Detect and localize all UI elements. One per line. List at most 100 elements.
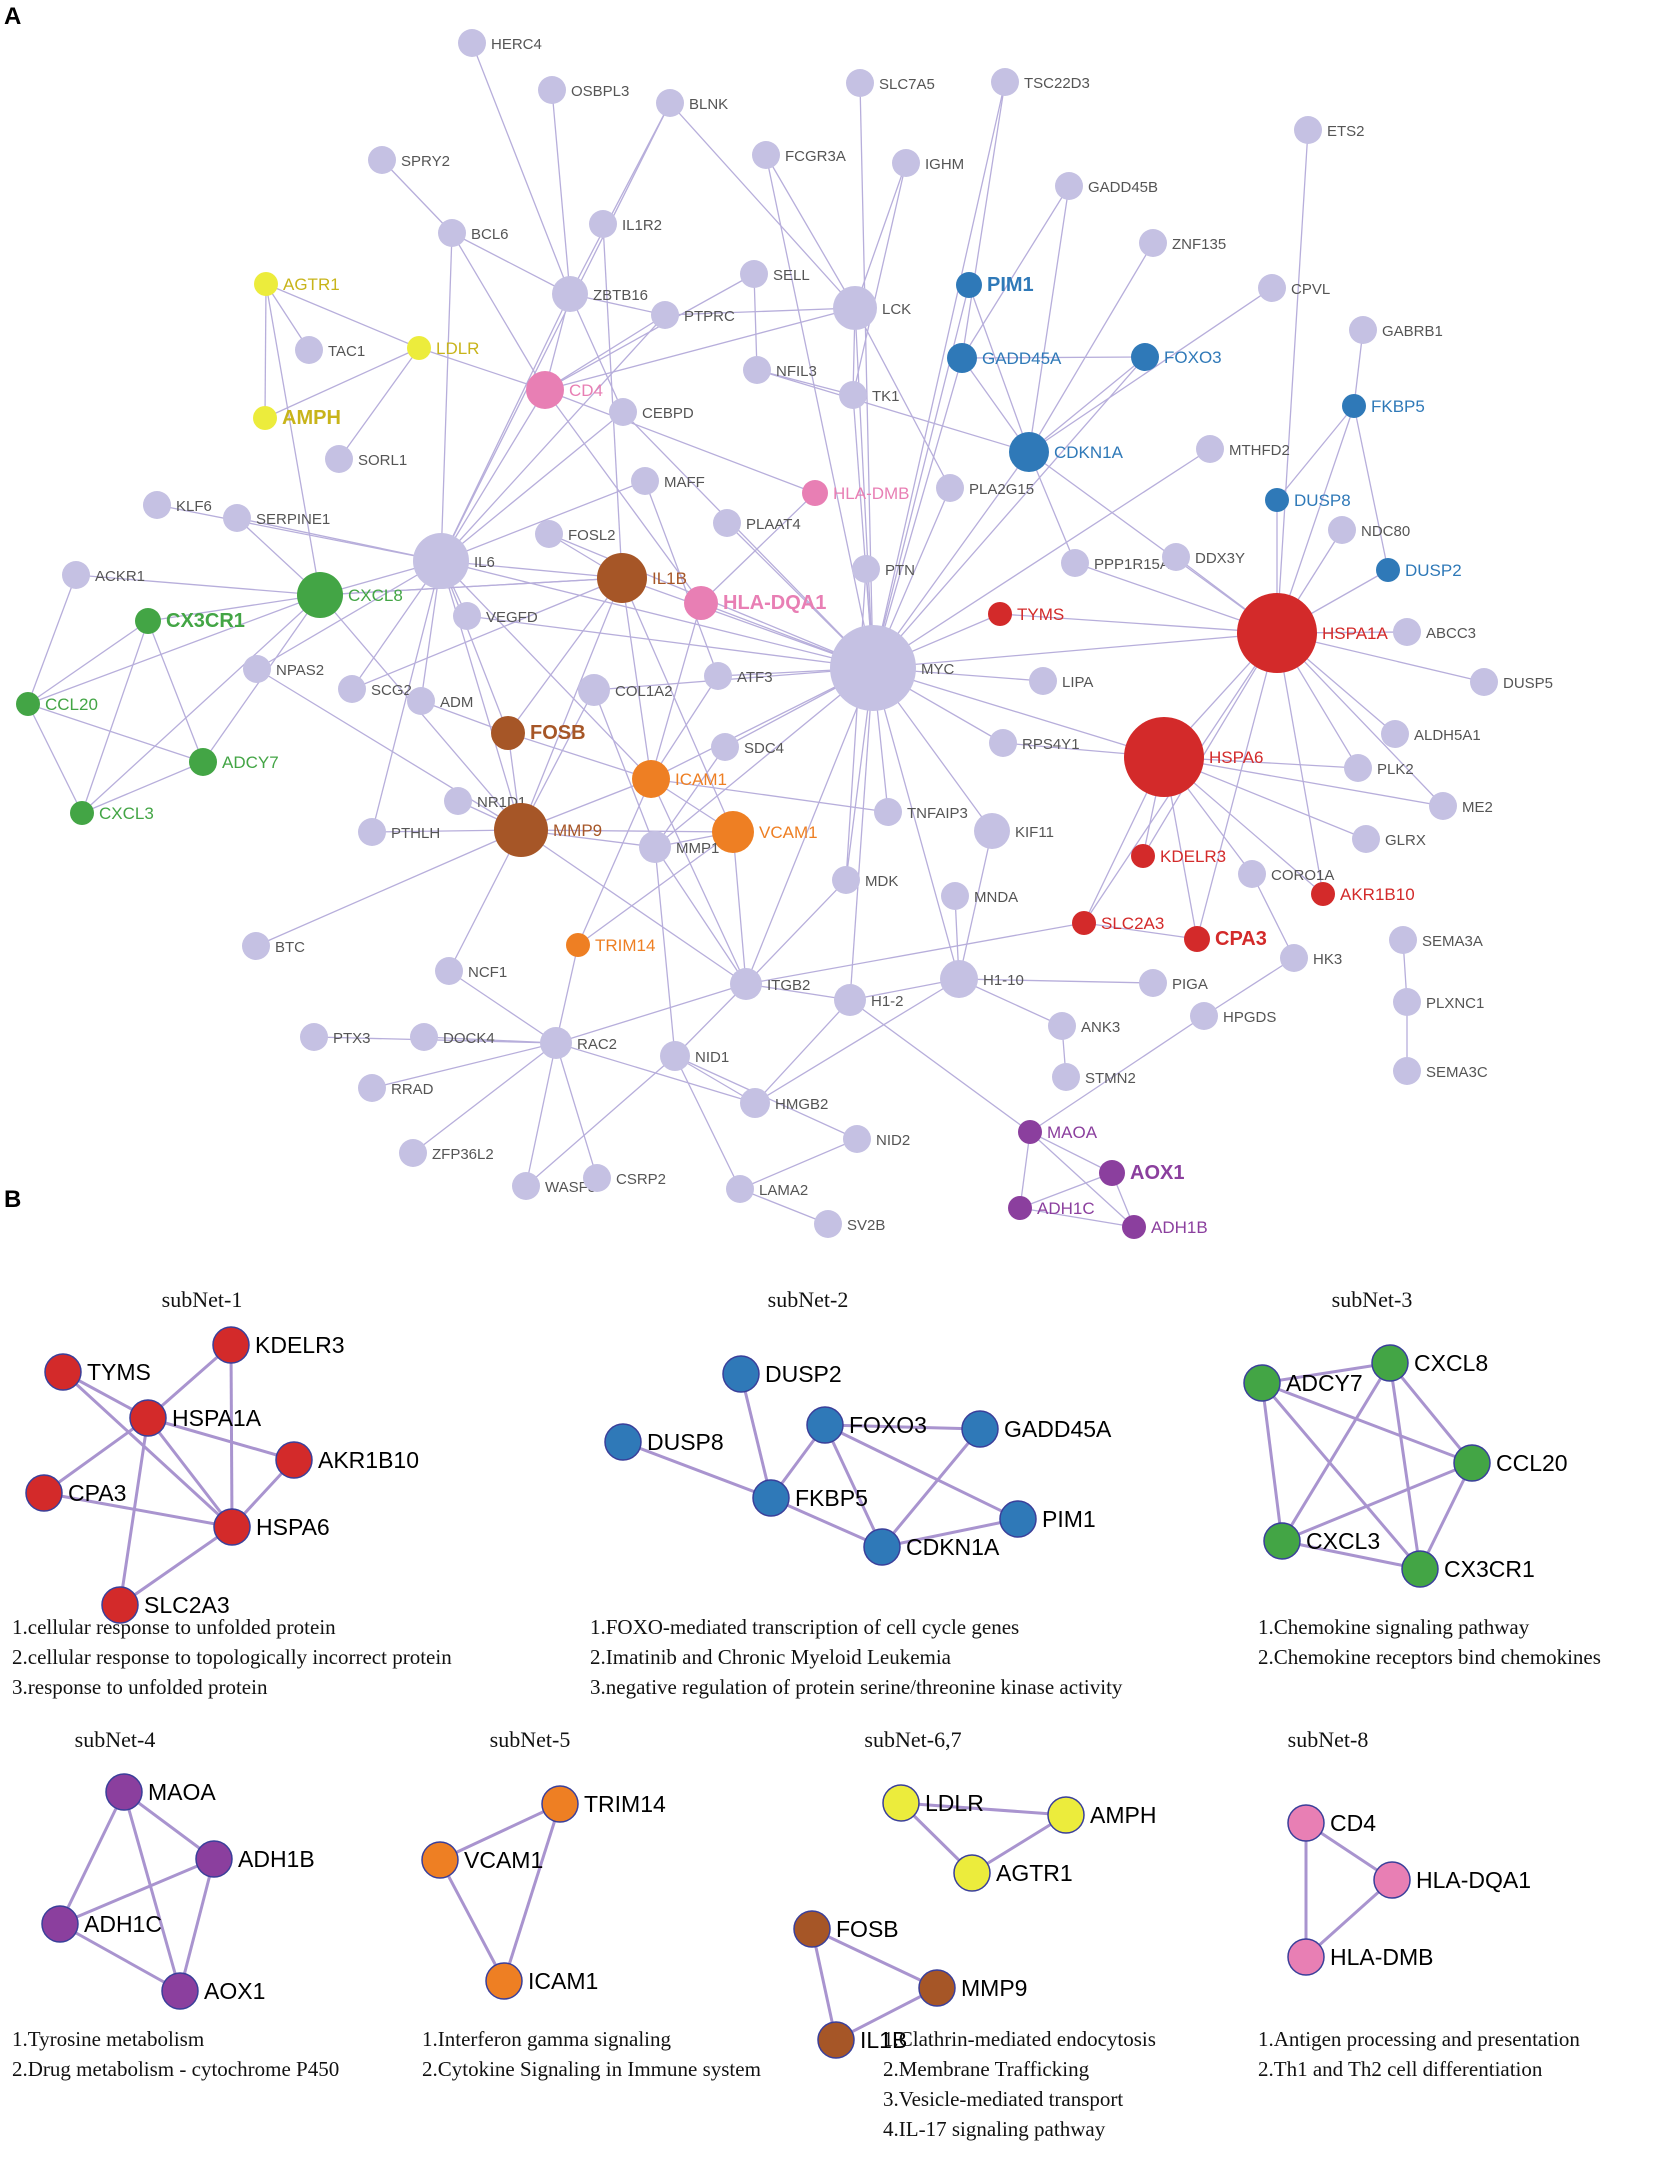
edge-mthfd2-myc [872,448,1211,669]
node-label: SCG2 [371,682,412,699]
node-hla-dmb: HLA-DMB [802,480,910,506]
node-circle [597,553,647,603]
node-piga: PIGA [1139,969,1208,997]
edge-mmp9-vcam1 [520,829,734,833]
subnet-node-circle [44,1353,82,1391]
node-label: NID1 [695,1049,729,1066]
subnet-node-label: FKBP5 [795,1485,868,1511]
edge-il6-mmp9 [440,560,522,831]
edge-adh1c-adh1b [1019,1207,1135,1228]
node-circle [1131,343,1159,371]
subnet-title: subNet-4 [75,1727,156,1752]
node-label: SORL1 [358,452,407,469]
node-kdelr3: KDELR3 [1131,844,1226,868]
subnet-edge-hspa1a-cpa3 [43,1416,149,1495]
subnet-edge-foxo3-gadd45a [824,1423,981,1431]
subnet-node-circle [105,1773,143,1811]
node-label: FKBP5 [1371,397,1425,416]
edge-cdkn1a-myc [872,451,1030,669]
edge-cxcl8-cxcl3 [81,594,321,814]
subnet-node-label: CDKN1A [906,1534,1000,1560]
node-dock4: DOCK4 [410,1023,495,1051]
edge-rrad-rac2 [371,1042,557,1089]
subnet-node-label: CX3CR1 [1444,1556,1535,1582]
edge-aox1-adh1c [1019,1172,1113,1209]
edge-fcgr3a-lck [765,154,856,309]
edge-foxo3-myc [872,356,1146,669]
subnet-edge-cxcl8-adcy7 [1261,1361,1391,1385]
edge-il6-icam1 [440,560,652,780]
subnet-node-label: VCAM1 [464,1847,543,1873]
node-label: TSC22D3 [1024,75,1090,92]
enrichment-term: 1.Interferon gamma signaling [422,2027,672,2051]
edge-cebpd-il6 [440,411,624,562]
node-circle [1389,926,1417,954]
node-adh1c: ADH1C [1008,1196,1095,1220]
node-sdc4: SDC4 [711,733,784,761]
subnet-edge-trim14-vcam1 [439,1802,561,1862]
enrichment-term: 3.Vesicle-mediated transport [883,2087,1123,2111]
node-mmp9: MMP9 [494,803,602,857]
node-circle [1052,1063,1080,1091]
subnet-node-circle [1243,1364,1281,1402]
subnet-node-label: AKR1B10 [318,1447,419,1473]
node-circle [740,1088,770,1118]
subnet-node-cpa3: CPA3 [25,1474,126,1512]
node-akr1b10: AKR1B10 [1311,882,1415,906]
node-label: GLRX [1385,832,1426,849]
node-vegfd: VEGFD [453,602,538,630]
subnet-node-adh1c: ADH1C [41,1905,162,1943]
subnet-edge-dusp8-fkbp5 [622,1440,772,1500]
node-label: ATF3 [737,669,773,686]
edge-nid1-hmgb2 [674,1055,756,1104]
node-tnfaip3: TNFAIP3 [874,798,968,826]
node-circle [989,729,1017,757]
subnet-node-il1b: IL1B [817,2021,907,2059]
node-circle [1072,911,1096,935]
subnet-node-cx3cr1: CX3CR1 [1401,1550,1535,1588]
node-lck: LCK [833,286,911,330]
subnet-edge-cxcl8-cxcl3 [1280,1362,1392,1542]
node-cxcl3: CXCL3 [70,801,154,825]
node-circle [1429,792,1457,820]
node-tk1: TK1 [839,381,900,409]
node-label: PTPRC [684,308,735,325]
subnet-node-hspa1a: HSPA1A [129,1399,262,1437]
node-circle [1342,394,1366,418]
subnet-3: subNet-3CXCL8ADCY7CCL20CXCL3CX3CR11.Chem… [1243,1287,1601,1669]
node-circle [632,760,670,798]
subnet-node-label: TYMS [87,1359,151,1385]
enrichment-term: 1.Tyrosine metabolism [12,2027,204,2051]
subnetworks: subNet-1TYMSKDELR3HSPA1AAKR1B10CPA3HSPA6… [12,1287,1601,2141]
subnet-node-agtr1: AGTR1 [953,1854,1073,1892]
node-label: LDLR [436,339,479,358]
subnet-node-label: AMPH [1090,1802,1156,1828]
node-label: SPRY2 [401,153,450,170]
enrichment-term: 2.Drug metabolism - cytochrome P450 [12,2057,339,2081]
node-label: ACKR1 [95,568,145,585]
subnet-edge-trim14-icam1 [502,1803,562,1982]
node-label: RPS4Y1 [1022,736,1080,753]
subnet-node-mmp9: MMP9 [918,1969,1027,2007]
node-circle [852,555,880,583]
edge-ptn-mdk [845,568,867,881]
node-blnk: BLNK [656,89,728,117]
node-mmp1: MMP1 [639,831,719,863]
node-circle [814,1210,842,1238]
subnet-node-circle [161,1972,199,2010]
node-hk3: HK3 [1280,944,1342,972]
edge-il1b-vcam1 [621,577,734,833]
node-circle [743,356,771,384]
subnet-node-pim1: PIM1 [999,1500,1096,1538]
subnet-node-hla-dmb: HLA-DMB [1287,1938,1434,1976]
node-label: DDX3Y [1195,550,1245,567]
subnet-node-label: HLA-DQA1 [1416,1867,1531,1893]
node-circle [566,933,590,957]
node-lipa: LIPA [1029,667,1093,695]
node-circle [526,371,564,409]
node-btc: BTC [242,932,305,960]
edge-cd4-il6 [440,389,546,562]
